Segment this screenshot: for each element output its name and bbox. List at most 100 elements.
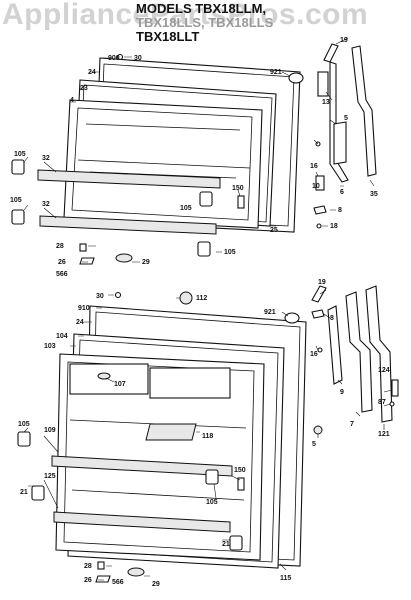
upper-leader-lines xyxy=(23,37,375,263)
upper-callout-900: 900 xyxy=(108,55,120,62)
lower-liner xyxy=(55,353,265,561)
lower-callout-103: 103 xyxy=(44,343,56,350)
upper-callout-10: 10 xyxy=(312,183,320,190)
lower-part-107 xyxy=(97,372,111,380)
upper-callout-23: 23 xyxy=(80,85,88,92)
upper-part-29 xyxy=(115,253,133,263)
lower-callout-109: 109 xyxy=(44,427,56,434)
upper-callout-35: 35 xyxy=(370,191,378,198)
lower-part-87 xyxy=(389,401,395,407)
upper-part-19 xyxy=(323,43,339,63)
upper-callout-6: 6 xyxy=(340,189,344,196)
upper-callout-566: 566 xyxy=(56,271,68,278)
title-line-2: TBX18LLS, TBX18LLS xyxy=(136,15,274,30)
lower-callout-21-b: 21 xyxy=(222,541,230,548)
lower-callout-9: 9 xyxy=(340,389,344,396)
lower-part-16 xyxy=(317,347,323,353)
lower-part-121 xyxy=(365,285,393,423)
lower-part-8 xyxy=(311,309,325,319)
lower-door-assembly: 30 112 19 910 921 8 24 104 103 16 9 107 … xyxy=(17,279,399,588)
lower-bracket-left-1 xyxy=(17,431,31,447)
upper-callout-32-a: 32 xyxy=(42,155,50,162)
lower-part-112 xyxy=(179,291,193,305)
upper-callout-25: 25 xyxy=(270,227,278,234)
lower-callout-121: 121 xyxy=(378,431,390,438)
upper-part-35 xyxy=(351,45,377,177)
lower-callout-104: 104 xyxy=(56,333,68,340)
lower-part-26 xyxy=(95,575,111,583)
upper-part-5 xyxy=(333,121,347,165)
lower-callout-24: 24 xyxy=(76,319,84,326)
lower-shelf-rail-2 xyxy=(53,511,231,533)
lower-callout-112: 112 xyxy=(196,295,207,302)
lower-part-118 xyxy=(145,423,197,441)
lower-callout-910: 910 xyxy=(78,305,90,312)
lower-dairy-door-right xyxy=(149,367,231,399)
upper-rail-bracket-right-2 xyxy=(197,241,211,257)
lower-callout-105-a: 105 xyxy=(18,421,30,428)
upper-liner-shelf-line xyxy=(77,159,251,169)
watermark: AppliancePartsPros.com xyxy=(2,0,369,31)
lower-callout-921: 921 xyxy=(264,309,276,316)
upper-part-28 xyxy=(79,243,87,252)
upper-callout-5: 5 xyxy=(344,115,348,122)
upper-callout-105-a: 105 xyxy=(14,151,26,158)
upper-callout-150: 150 xyxy=(232,185,244,192)
upper-callout-16: 16 xyxy=(310,163,318,170)
lower-callout-115: 115 xyxy=(280,575,291,582)
lower-callout-30: 30 xyxy=(96,293,104,300)
upper-rail-bracket-left-2 xyxy=(11,209,25,225)
lower-leader-lines xyxy=(23,289,393,581)
upper-rail-bracket-right-1 xyxy=(199,191,213,207)
upper-callout-921: 921 xyxy=(270,69,282,76)
upper-callout-30: 30 xyxy=(134,55,142,62)
lower-callout-125: 125 xyxy=(44,473,56,480)
lower-part-150 xyxy=(237,477,245,491)
upper-plug-921 xyxy=(288,72,304,84)
upper-screw-30 xyxy=(116,53,124,61)
title-line-1: MODELS TBX18LLM, xyxy=(136,1,267,16)
upper-part-18 xyxy=(316,223,322,229)
upper-shelf-rail-2 xyxy=(39,215,217,235)
title-line-3: TBX18LLT xyxy=(136,29,200,44)
upper-callout-26: 26 xyxy=(58,259,66,266)
lower-callout-150: 150 xyxy=(234,467,246,474)
upper-callout-4: 4 xyxy=(70,97,74,104)
lower-plug-921 xyxy=(284,312,300,324)
lower-dairy-door-left xyxy=(69,363,149,395)
upper-part-13 xyxy=(317,71,329,97)
lower-part-5 xyxy=(313,425,323,435)
lower-bracket-right-1 xyxy=(205,469,219,485)
upper-part-8 xyxy=(313,205,327,215)
lower-callout-26: 26 xyxy=(84,577,92,584)
upper-callout-8: 8 xyxy=(338,207,342,214)
model-titles: MODELS TBX18LLM, TBX18LLS, TBX18LLS TBX1… xyxy=(136,2,316,44)
lower-part-19 xyxy=(311,285,327,303)
lower-callout-87: 87 xyxy=(378,399,386,406)
lower-callout-118: 118 xyxy=(202,433,213,440)
lower-callout-566: 566 xyxy=(112,579,124,586)
lower-callout-105-b: 105 xyxy=(206,499,218,506)
upper-callout-32-b: 32 xyxy=(42,201,50,208)
lower-callout-124: 124 xyxy=(378,367,390,374)
upper-callout-13: 13 xyxy=(322,99,330,106)
lower-part-28 xyxy=(97,561,105,570)
lower-callout-5: 5 xyxy=(312,441,316,448)
upper-callout-24: 24 xyxy=(88,69,96,76)
upper-part-26 xyxy=(79,257,95,265)
upper-rail-bracket-left-1 xyxy=(11,159,25,175)
upper-callout-29: 29 xyxy=(142,259,150,266)
upper-callout-105-b: 105 xyxy=(10,197,22,204)
upper-callout-19: 19 xyxy=(340,37,348,44)
lower-part-7 xyxy=(345,291,373,413)
lower-part-124 xyxy=(391,379,399,397)
lower-callout-7: 7 xyxy=(350,421,354,428)
upper-callout-28: 28 xyxy=(56,243,64,250)
upper-callout-105-c: 105 xyxy=(180,205,192,212)
lower-callout-28: 28 xyxy=(84,563,92,570)
lower-callout-107: 107 xyxy=(114,381,126,388)
lower-bracket-right-2 xyxy=(229,535,243,551)
upper-callout-18: 18 xyxy=(330,223,338,230)
upper-part-150 xyxy=(237,195,245,209)
